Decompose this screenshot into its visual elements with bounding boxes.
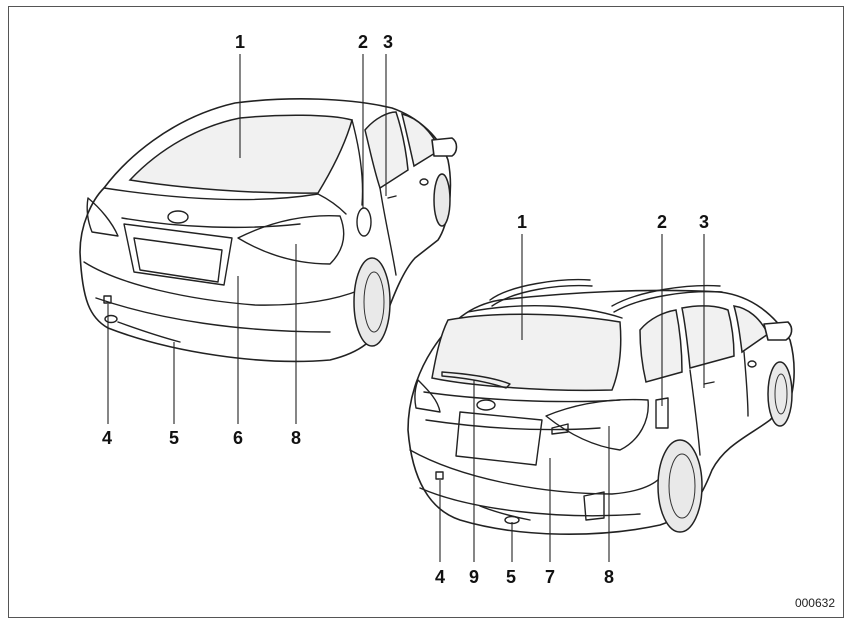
sedan-callout-4: 4 (102, 428, 112, 448)
sedan-callout-3: 3 (383, 32, 393, 52)
wagon-illustration (407, 278, 795, 535)
wagon-callout-7: 7 (545, 567, 555, 587)
figure-id: 000632 (795, 596, 835, 610)
wagon-callouts: 1 2 3 4 9 5 7 8 (435, 212, 709, 587)
sedan-callouts: 1 2 3 4 5 6 8 (102, 32, 393, 448)
sedan-callout-6: 6 (233, 428, 243, 448)
sedan-callout-8: 8 (291, 428, 301, 448)
sedan-callout-1: 1 (235, 32, 245, 52)
sedan-callout-5: 5 (169, 428, 179, 448)
wagon-callout-3: 3 (699, 212, 709, 232)
wagon-callout-1: 1 (517, 212, 527, 232)
wagon-callout-8: 8 (604, 567, 614, 587)
wagon-callout-9: 9 (469, 567, 479, 587)
wagon-callout-4: 4 (435, 567, 445, 587)
sedan-leader-lines (107, 54, 387, 424)
sedan-illustration (79, 98, 458, 363)
sedan-callout-2: 2 (358, 32, 368, 52)
wagon-leader-lines (439, 234, 705, 562)
wagon-callout-2: 2 (657, 212, 667, 232)
wagon-callout-5: 5 (506, 567, 516, 587)
